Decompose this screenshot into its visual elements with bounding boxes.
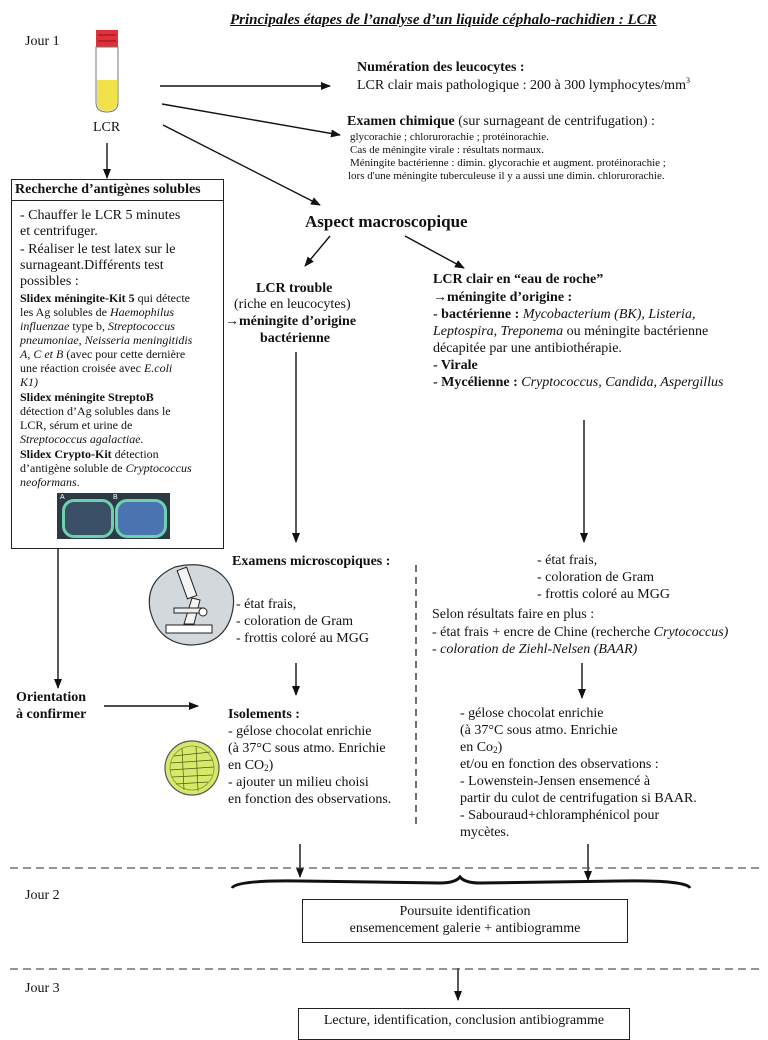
clair-line: - bactérienne : Mycobacterium (BK), List… (433, 307, 696, 322)
examen-chimique-line: glycorachie ; chlorurorachie ; protéinor… (350, 131, 549, 143)
streptob-line: Streptococcus agalactiae. (20, 432, 144, 446)
kit5-line: une réaction croisée avec E.coli (20, 361, 173, 375)
clair-virale: - Virale (433, 358, 478, 373)
arrow-to-aspect (162, 124, 321, 206)
isolements-line: (à 37°C sous atmo. Enrichie (228, 741, 386, 756)
lecture-box: Lecture, identification, conclusion anti… (298, 1008, 630, 1040)
antigen-line: possibles : (20, 274, 79, 289)
divider (12, 200, 223, 201)
isolements-line: en CO2) (228, 758, 274, 773)
antigen-line: - Réaliser le test latex sur le (20, 242, 176, 257)
curly-brace (230, 874, 692, 890)
latex-test-photo: A B (57, 493, 170, 539)
orientation-line: à confirmer (16, 707, 87, 722)
micro-right-item: - frottis coloré au MGG (537, 587, 670, 602)
photo-label-b: B (113, 494, 118, 501)
micro-right-ziehl: - coloration de Ziehl-Nelsen (BAAR) (432, 642, 638, 657)
arrow-to-clair (404, 235, 465, 269)
numeration-heading: Numération des leucocytes : (357, 60, 525, 75)
photo-label-a: A (60, 494, 65, 501)
numeration-line: LCR clair mais pathologique : 200 à 300 … (357, 76, 690, 94)
arrow-to-trouble (304, 235, 331, 267)
poursuite-line: ensemencement galerie + antibiogramme (349, 921, 581, 936)
crypto-line: neoformans. (20, 475, 80, 489)
micro-item: - frottis coloré au MGG (236, 631, 369, 646)
isolements-right-line: mycètes. (460, 825, 510, 840)
trouble-heading: LCR trouble (256, 281, 333, 296)
clair-line: →méningite d’origine : (433, 290, 573, 305)
micro-item: - état frais, (236, 597, 297, 612)
antigen-line: - Chauffer le LCR 5 minutes (20, 208, 181, 223)
petri-dish-icon (164, 740, 220, 796)
isolements-right-line: (à 37°C sous atmo. Enrichie (460, 723, 618, 738)
latex-ring-a (62, 499, 114, 538)
aspect-macroscopique: Aspect macroscopique (305, 212, 468, 231)
micro-item: - coloration de Gram (236, 614, 354, 629)
antigen-line: surnageant.Différents test (20, 258, 164, 273)
micro-right-encre: - état frais + encre de Chine (recherche… (432, 625, 729, 640)
micro-right-item: - coloration de Gram (537, 570, 655, 585)
streptob-line: LCR, sérum et urine de (20, 418, 133, 432)
isolements-right-line: - Sabouraud+chloramphénicol pour (460, 808, 660, 823)
day-2-label: Jour 2 (25, 888, 60, 903)
lecture-line: Lecture, identification, conclusion anti… (323, 1013, 605, 1028)
page-title: Principales étapes de l’analyse d’un liq… (230, 12, 657, 28)
crypto-line: d’antigène soluble de Cryptococcus (20, 461, 192, 475)
orientation-line: Orientation (16, 690, 86, 705)
tube-label: LCR (93, 120, 121, 135)
streptob-heading: Slidex méningite StreptoB (20, 390, 154, 404)
trouble-line: bactérienne (260, 331, 330, 346)
kit5-line: Slidex méningite-Kit 5 qui détecte (20, 291, 190, 305)
kit5-line: influenzae type b, Streptococcus (20, 319, 175, 333)
micro-right-item: - état frais, (537, 553, 598, 568)
examen-chimique-line: lors d'une méningite tuberculeuse il y a… (348, 170, 665, 182)
isolements-right-line: - Lowenstein-Jensen ensemencé à (460, 774, 651, 789)
day-1-label: Jour 1 (25, 34, 60, 49)
isolements-heading: Isolements : (228, 707, 300, 722)
isolements-right-line: - gélose chocolat enrichie (460, 706, 604, 721)
arrow-to-examen-chimique (161, 103, 341, 138)
lcr-tube-icon (95, 30, 119, 113)
crypto-line: Slidex Crypto-Kit détection (20, 447, 159, 461)
isolements-right-line: et/ou en fonction des observations : (460, 757, 659, 772)
isolements-line: - ajouter un milieu choisi (228, 775, 369, 790)
kit5-line: A, C et B (avec pour cette dernière (20, 347, 186, 361)
examen-chimique-heading: Examen chimique (sur surnageant de centr… (347, 114, 655, 129)
clair-line: Leptospira, Treponema ou méningite bacté… (433, 324, 709, 339)
day-3-label: Jour 3 (25, 981, 60, 996)
latex-ring-b (115, 499, 167, 538)
antigen-box: Recherche d’antigènes solubles - Chauffe… (11, 179, 224, 549)
isolements-line: en fonction des observations. (228, 792, 392, 807)
trouble-line: →méningite d’origine (225, 314, 357, 329)
isolements-line: - gélose chocolat enrichie (228, 724, 372, 739)
microscope-icon (148, 564, 235, 646)
kit5-line: pneumoniae, Neisseria meningitidis (20, 333, 193, 347)
examen-chimique-line: Méningite bactérienne : dimin. glycorach… (350, 157, 666, 169)
streptob-line: détection d’Ag solubles dans le (20, 404, 171, 418)
micro-right-selon: Selon résultats faire en plus : (432, 607, 595, 622)
clair-line: décapitée par une antibiothérapie. (433, 341, 622, 356)
clair-mycelienne: - Mycélienne : Cryptococcus, Candida, As… (433, 375, 724, 390)
clair-heading: LCR clair en “eau de roche” (433, 272, 604, 287)
kit5-line: K1) (20, 375, 38, 389)
isolements-right-line: en Co2) (460, 740, 503, 755)
micro-heading: Examens microscopiques : (232, 554, 391, 569)
kit5-line: les Ag solubles de Haemophilus (20, 305, 174, 319)
trouble-line: (riche en leucocytes) (234, 297, 351, 312)
examen-chimique-line: Cas de méningite virale : résultats norm… (350, 144, 544, 156)
poursuite-line: Poursuite identification (399, 904, 531, 919)
antigen-heading: Recherche d’antigènes solubles (15, 182, 201, 197)
poursuite-box: Poursuite identification ensemencement g… (302, 899, 628, 943)
isolements-right-line: partir du culot de centrifugation si BAA… (460, 791, 697, 806)
antigen-line: et centrifuger. (20, 224, 98, 239)
